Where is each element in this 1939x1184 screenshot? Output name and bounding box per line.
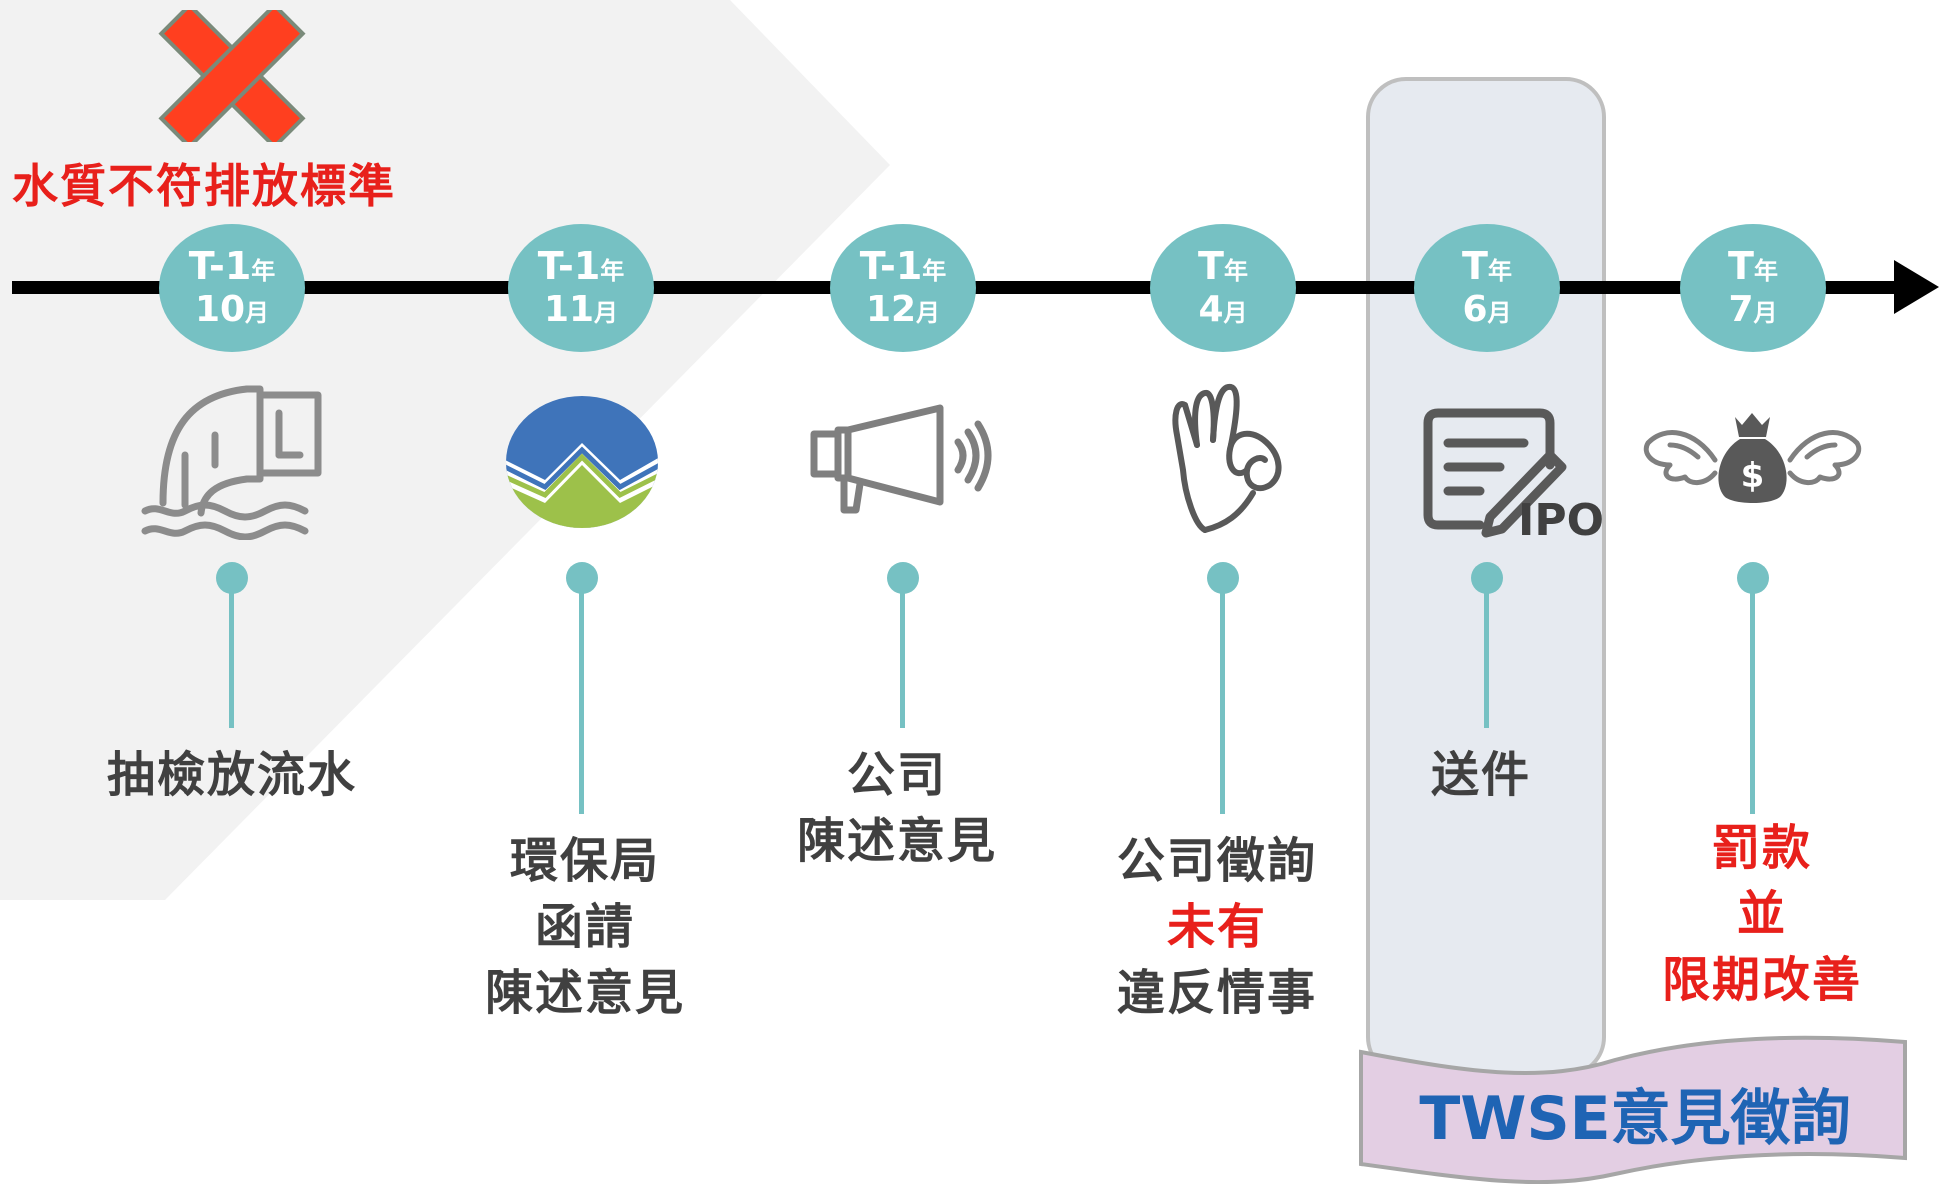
- event-label-line: 公司: [846, 747, 947, 803]
- discharge-pipe-icon: [141, 385, 322, 540]
- connector-dot-e3: [887, 562, 919, 594]
- event-label-line: 環保局: [509, 833, 660, 889]
- epa-logo-icon: [506, 396, 658, 528]
- time-bubble-e6: T年 7月: [1680, 224, 1826, 352]
- event-label-e3: 公司 陳述意見: [737, 742, 1057, 874]
- connector-stem-e1: [229, 590, 234, 728]
- event-label-line: 陳述意見: [484, 965, 685, 1021]
- event-label-e4: 公司徵詢 未有 違反情事: [1057, 828, 1377, 1026]
- connector-stem-e4: [1220, 590, 1225, 814]
- connector-dot-e6: [1737, 562, 1769, 594]
- event-label-line: 罰款: [1711, 820, 1812, 876]
- connector-stem-e5: [1484, 590, 1489, 728]
- ok-hand-icon: [1172, 383, 1282, 533]
- event-label-line: 送件: [1430, 747, 1531, 803]
- connector-stem-e2: [579, 590, 584, 814]
- event-label-line: 陳述意見: [796, 813, 997, 869]
- event-label-line: 抽檢放流水: [106, 747, 357, 803]
- event-label-e5: 送件: [1321, 742, 1641, 808]
- connector-dot-e5: [1471, 562, 1503, 594]
- time-bubble-e5: T年 6月: [1414, 224, 1560, 352]
- time-bubble-e1: T-1年 10月: [159, 224, 305, 352]
- event-label-line: 並: [1736, 886, 1787, 942]
- connector-dot-e1: [216, 562, 248, 594]
- twse-banner: [1359, 1035, 1907, 1184]
- megaphone-icon: [810, 404, 992, 514]
- connector-dot-e2: [566, 562, 598, 594]
- event-label-line: 限期改善: [1661, 952, 1862, 1008]
- time-bubble-e2: T-1年 11月: [508, 224, 654, 352]
- event-label-line: 函請: [534, 899, 635, 955]
- ipo-text: IPO: [1518, 495, 1605, 546]
- twse-banner-text: TWSE意見徵詢: [1419, 1084, 1851, 1154]
- event-label-line: 違反情事: [1116, 965, 1317, 1021]
- violation-text: 水質不符排放標準: [12, 159, 396, 213]
- event-label-e2: 環保局 函請 陳述意見: [425, 828, 745, 1026]
- red-x-icon: [158, 10, 306, 142]
- time-bubble-e3: T-1年 12月: [830, 224, 976, 352]
- connector-stem-e6: [1750, 590, 1755, 814]
- connector-stem-e3: [900, 590, 905, 728]
- connector-dot-e4: [1207, 562, 1239, 594]
- event-label-e6: 罰款 並 限期改善: [1602, 815, 1922, 1013]
- event-label-line-highlight: 未有: [1166, 899, 1267, 955]
- ipo-document-icon: [1423, 408, 1567, 538]
- event-label-e1: 抽檢放流水: [72, 742, 392, 808]
- money-bag-wings-icon: $: [1643, 413, 1862, 503]
- time-bubble-e4: T年 4月: [1150, 224, 1296, 352]
- svg-text:$: $: [1741, 456, 1765, 496]
- event-label-line: 公司徵詢: [1116, 833, 1317, 889]
